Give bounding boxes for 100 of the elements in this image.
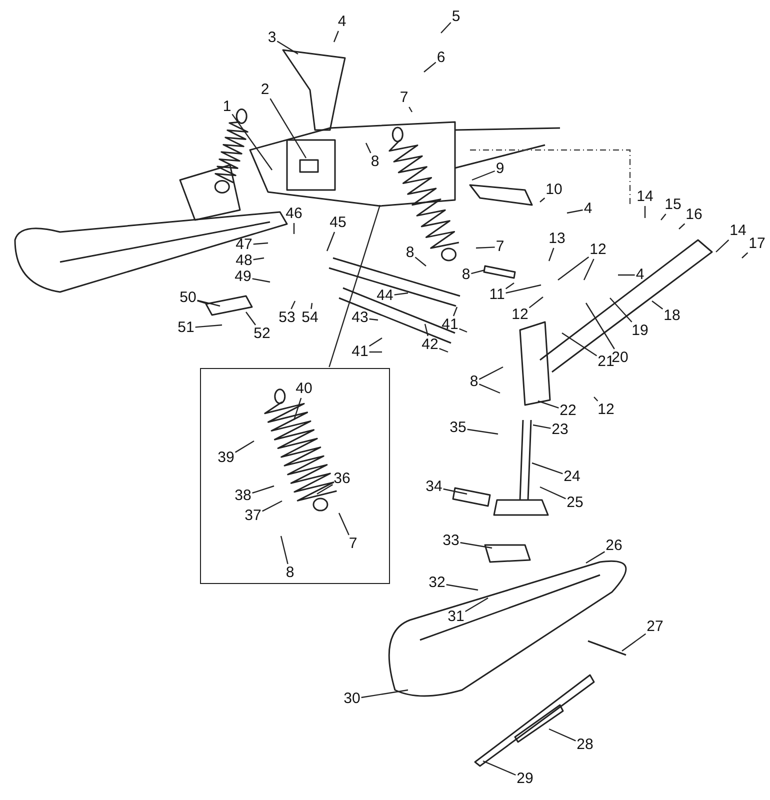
callout-number: 8 (470, 374, 478, 390)
leader-line (532, 462, 563, 474)
callout-number: 40 (296, 381, 312, 397)
leader-line (290, 300, 296, 310)
leader-line (660, 214, 666, 220)
callout-number: 7 (496, 239, 504, 255)
callout-number: 8 (406, 245, 414, 261)
leader-line (310, 302, 313, 310)
leader-line (540, 486, 566, 500)
callout-number: 12 (512, 307, 528, 323)
leader-line (253, 242, 268, 245)
leader-line (369, 318, 378, 321)
callout-number: 51 (178, 320, 194, 336)
leader-line (394, 292, 408, 296)
callout-number: 14 (636, 189, 654, 205)
leader-line (583, 258, 594, 280)
leader-line (476, 246, 495, 249)
leader-line (234, 440, 254, 453)
callout-number: 48 (236, 253, 252, 269)
leader-line (293, 398, 302, 420)
leader-line (338, 512, 350, 536)
callout-number: 41 (442, 317, 458, 333)
leader-line (252, 485, 274, 494)
leader-line (467, 428, 498, 435)
leader-line (326, 232, 336, 252)
leader-line (566, 209, 583, 214)
callout-number: 22 (560, 403, 576, 419)
leader-line (253, 257, 264, 260)
callout-number: 34 (426, 479, 442, 495)
leader-line (328, 204, 381, 368)
callout-number: 14 (730, 223, 746, 239)
callout-number: 10 (546, 182, 562, 198)
callout-number: 3 (268, 30, 276, 46)
leader-line (478, 366, 504, 380)
callout-number: 1 (222, 99, 232, 115)
leader-line (369, 351, 382, 353)
callout-number: 11 (489, 287, 505, 303)
inset-frame (200, 368, 390, 584)
leader-line (548, 248, 554, 262)
leader-line (440, 22, 452, 34)
leader-line (424, 62, 436, 72)
leader-line (465, 597, 488, 612)
callout-number: 39 (218, 450, 234, 466)
leader-line (280, 536, 288, 564)
leader-line (678, 223, 686, 230)
callout-number: 26 (606, 538, 622, 554)
leader-line (506, 284, 542, 294)
leader-line (482, 760, 516, 776)
leader-line (197, 300, 220, 307)
leader-line (276, 40, 298, 55)
callout-number: 23 (552, 422, 568, 438)
callout-number: 54 (302, 310, 318, 326)
callout-number: 27 (646, 619, 664, 635)
leader-line (443, 488, 468, 495)
leader-line (538, 400, 559, 408)
callout-number: 12 (598, 402, 614, 418)
callout-number: 19 (632, 323, 648, 339)
callout-number: 8 (370, 154, 380, 170)
callout-number: 53 (278, 310, 296, 326)
callout-number: 9 (496, 161, 504, 177)
leader-line (333, 30, 339, 42)
leader-line (472, 170, 496, 181)
callout-number: 18 (664, 308, 680, 324)
leader-line (293, 223, 295, 234)
callout-number: 45 (330, 215, 346, 231)
leader-line (197, 300, 208, 305)
callout-number: 24 (564, 469, 580, 485)
leader-line (548, 728, 576, 742)
callout-number: 32 (428, 575, 446, 591)
callout-number: 4 (584, 201, 592, 217)
leader-line (505, 282, 514, 290)
callout-number: 30 (344, 691, 360, 707)
leader-line (562, 332, 598, 356)
leader-line (528, 296, 544, 308)
leader-line (478, 384, 500, 394)
callout-number: 44 (376, 288, 394, 304)
callout-number: 36 (334, 471, 350, 487)
leader-line (262, 500, 282, 512)
callout-number: 16 (686, 207, 702, 223)
callout-number: 31 (448, 609, 464, 625)
leader-line (558, 256, 590, 280)
leader-line (594, 396, 598, 402)
callout-number: 25 (566, 495, 584, 511)
leader-line (652, 300, 664, 310)
leader-line (316, 484, 333, 495)
callout-number: 4 (636, 267, 644, 283)
callout-number: 7 (400, 90, 408, 106)
callout-number: 41 (352, 344, 368, 360)
callout-number: 2 (260, 82, 270, 98)
leader-line (644, 206, 646, 218)
callout-number: 8 (286, 565, 294, 581)
leader-line (622, 633, 646, 652)
callout-number: 29 (516, 771, 534, 787)
leader-line (414, 256, 426, 266)
callout-number: 12 (590, 242, 606, 258)
leader-line (365, 142, 372, 154)
callout-number: 46 (286, 206, 302, 222)
leader-line (540, 198, 546, 202)
callout-number: 33 (442, 533, 460, 549)
leader-line (610, 298, 632, 322)
